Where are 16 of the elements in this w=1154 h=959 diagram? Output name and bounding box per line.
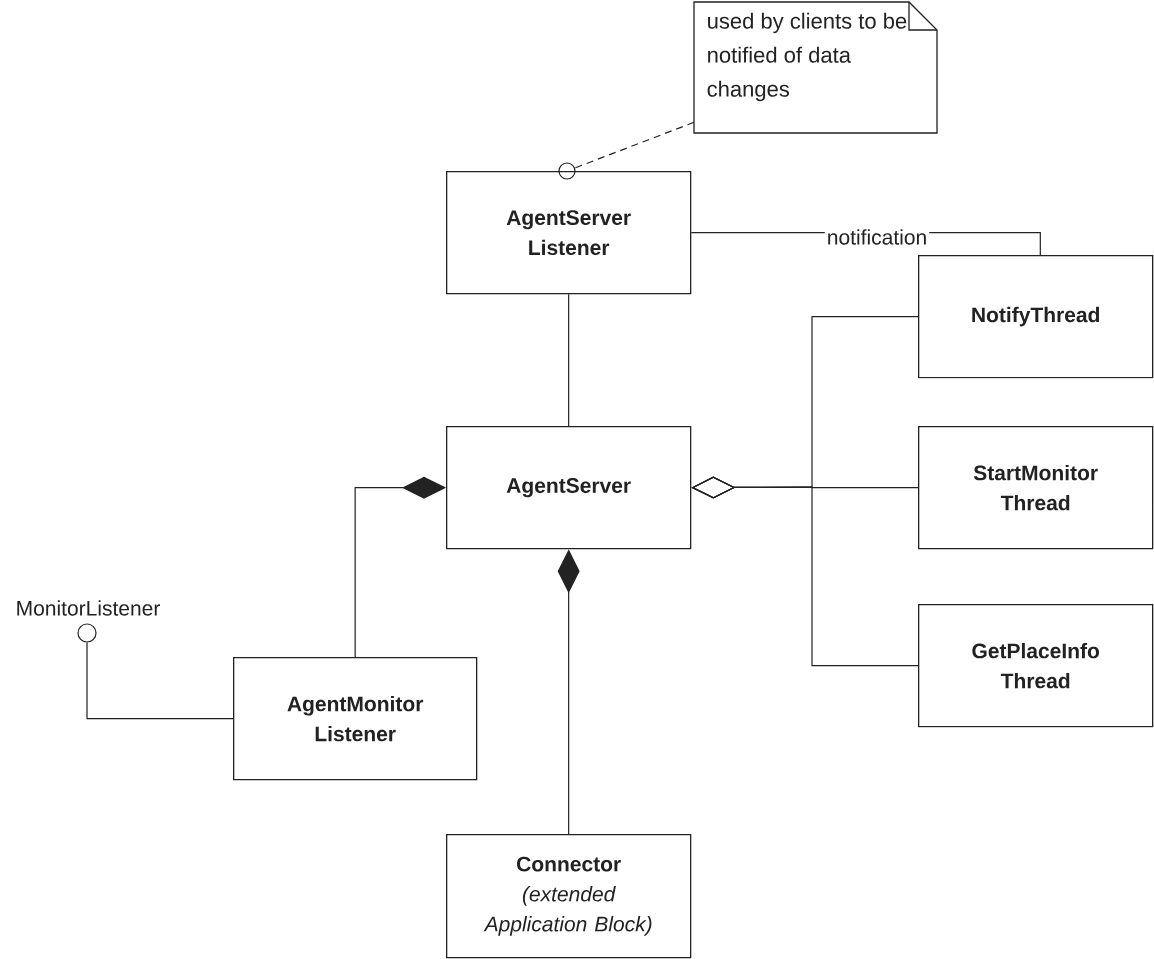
- edge-label: notification: [824, 227, 930, 247]
- class-box: AgentMonitor Listener: [233, 657, 478, 781]
- interface-circle: [77, 623, 97, 643]
- class-box: StartMonitor Thread: [918, 426, 1154, 550]
- class-box: AgentServer Listener: [446, 171, 692, 295]
- class-box: Connector (extended Application Block): [446, 834, 692, 959]
- connector-line: [568, 293, 570, 427]
- note-box: used by clients to be notified of data changes: [693, 1, 938, 134]
- leader-line: [574, 121, 695, 169]
- class-box: NotifyThread: [918, 255, 1154, 379]
- interface-label: MonitorListener: [17, 600, 160, 616]
- class-box: AgentServer: [446, 426, 692, 550]
- interface-circle: [558, 162, 576, 180]
- connector-line: [86, 642, 234, 720]
- class-box: GetPlaceInfo Thread: [918, 604, 1154, 728]
- connector-line: [354, 476, 446, 658]
